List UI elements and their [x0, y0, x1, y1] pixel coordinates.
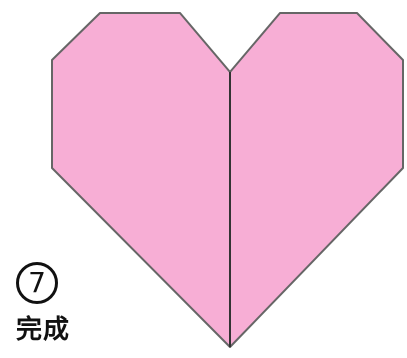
- heart-left-half: [51, 12, 231, 348]
- step-number: 7: [28, 266, 46, 299]
- step-caption: 完成: [16, 315, 71, 345]
- heart-right-half: [229, 12, 404, 348]
- step-number-badge: 7: [16, 262, 58, 304]
